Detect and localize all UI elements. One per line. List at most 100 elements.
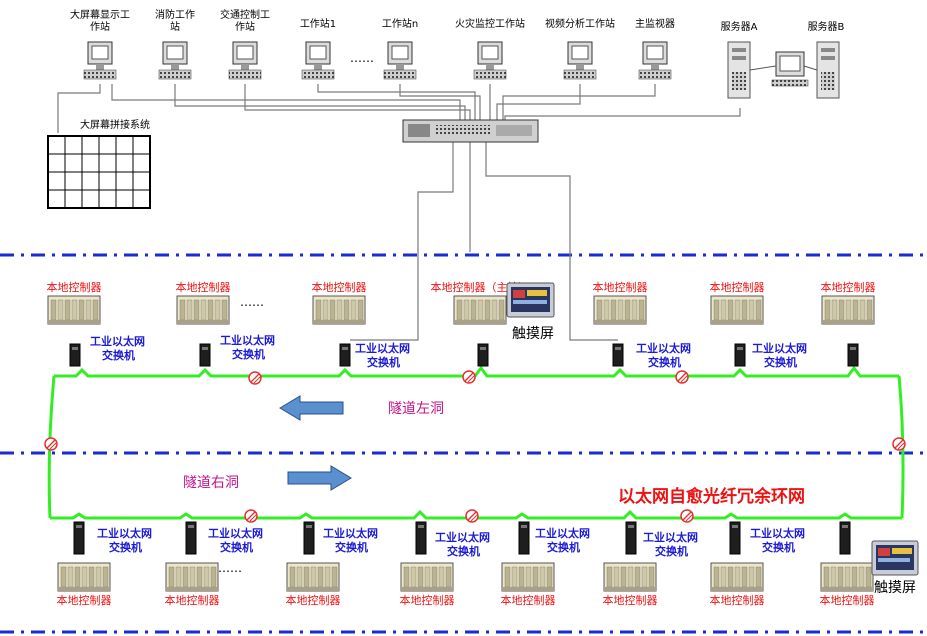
controller-label: 本地控制器 [400, 593, 455, 607]
server-a: 服务器A [721, 20, 758, 99]
switch-label: 工业以太网 [220, 333, 275, 347]
ring-breakpoint [465, 509, 479, 523]
local-controller: 本地控制器 [57, 562, 112, 607]
controller-label: 本地控制器 [176, 280, 231, 294]
bottom-controller-ellipsis: …… [218, 561, 242, 575]
local-controller: 本地控制器 [820, 562, 875, 607]
server-b-label: 服务器B [808, 20, 845, 33]
ring-breakpoint [680, 509, 694, 523]
local-controller: 本地控制器 [603, 562, 658, 607]
switch-label: 工业以太网 [323, 526, 378, 540]
touchscreen-top-label: 触摸屏 [512, 326, 554, 342]
ring-breakpoint [675, 370, 689, 384]
workstation: 交通控制工作站 [220, 8, 270, 80]
workstation: 工作站n [382, 17, 418, 80]
ethernet-switch [839, 521, 851, 555]
switch-label: 工业以太网 [752, 341, 807, 355]
top-controller-ellipsis: …… [240, 295, 264, 309]
switch-label: 交换机 [367, 355, 400, 369]
workstation-label: 火灾监控工作站 [455, 17, 525, 30]
workstation: 消防工作站 [155, 8, 195, 80]
local-controller: 本地控制器 [312, 280, 367, 325]
workstation-label: 交通控制工作站 [220, 8, 270, 33]
controller-label: 本地控制器 [501, 593, 556, 607]
local-controller: 本地控制器 [165, 562, 220, 607]
controller-label: 本地控制器 [710, 280, 765, 294]
touchscreen-bottom-label: 触摸屏 [874, 580, 916, 596]
local-controller: 本地控制器 [710, 562, 765, 607]
big-screen-wall: 大屏幕拼接系统 [47, 118, 151, 209]
switch-label: 工业以太网 [535, 526, 590, 540]
controller-label: 本地控制器 [57, 593, 112, 607]
workstation: 大屏幕显示工作站 [70, 8, 130, 80]
big-screen-label: 大屏幕拼接系统 [80, 118, 150, 131]
tunnel-right-label: 隧道右洞 [183, 475, 239, 491]
ethernet-switch [477, 343, 489, 367]
ring-breakpoint [892, 437, 906, 451]
switch-label: 交换机 [335, 540, 368, 554]
workstation: 火灾监控工作站 [455, 17, 525, 80]
tunnel-left-arrow: 隧道左洞 [279, 395, 444, 421]
workstation: 视频分析工作站 [545, 17, 615, 80]
tunnel-right-arrow: 隧道右洞 [183, 465, 352, 491]
local-controller: 本地控制器 [47, 280, 102, 325]
controller-label: 本地控制器 [165, 593, 220, 607]
switch-label: 交换机 [764, 355, 797, 369]
touchscreen-top: 触摸屏 [506, 282, 555, 342]
ring-title: 以太网自愈光纤冗余环网 [618, 486, 805, 507]
core-switch [402, 119, 539, 143]
controller-label: 本地控制器 [820, 593, 875, 607]
controller-label: 本地控制器 [47, 280, 102, 294]
controller-label: 本地控制器 [312, 280, 367, 294]
switch-label: 交换机 [102, 348, 135, 362]
switch-label: 交换机 [447, 544, 480, 558]
workstation-label: 工作站n [382, 17, 418, 30]
switch-label: 交换机 [762, 540, 795, 554]
switch-label: 工业以太网 [435, 530, 490, 544]
switch-label: 工业以太网 [636, 341, 691, 355]
controller-label: 本地控制器（主控） [431, 280, 530, 294]
local-controller: 本地控制器 [400, 562, 455, 607]
switch-label: 工业以太网 [750, 526, 805, 540]
server-a-label: 服务器A [721, 20, 758, 33]
switch-label: 工业以太网 [97, 526, 152, 540]
controller-label: 本地控制器 [593, 280, 648, 294]
local-controller: 本地控制器 [593, 280, 648, 325]
switch-label: 工业以太网 [643, 530, 698, 544]
workstation-label: 大屏幕显示工作站 [70, 8, 130, 33]
local-controllers: 本地控制器本地控制器本地控制器本地控制器（主控）本地控制器本地控制器本地控制器本… [47, 280, 876, 607]
ring-breakpoint [244, 509, 258, 523]
local-controller: 本地控制器（主控） [431, 280, 530, 325]
server-console [749, 51, 818, 87]
switch-label: 交换机 [547, 540, 580, 554]
ring-breakpoint [44, 437, 58, 451]
workstation-label: 视频分析工作站 [545, 17, 615, 30]
server-b: 服务器B [808, 20, 845, 99]
switch-label: 交换机 [220, 540, 253, 554]
touchscreen-bottom: 触摸屏 [871, 540, 919, 596]
workstation-label: 主监视器 [635, 17, 675, 30]
local-controller: 本地控制器 [710, 280, 765, 325]
tunnel-left-label: 隧道左洞 [388, 401, 444, 417]
workstation-ellipsis: …… [350, 51, 374, 65]
ethernet-switches: 工业以太网交换机工业以太网交换机工业以太网交换机工业以太网交换机工业以太网交换机… [69, 333, 859, 558]
switch-label: 交换机 [232, 347, 265, 361]
local-controller: 本地控制器 [176, 280, 231, 325]
switch-label: 交换机 [655, 544, 688, 558]
ring-breakpoint [462, 370, 476, 384]
local-controller: 本地控制器 [286, 562, 341, 607]
workstation: 工作站1 [300, 17, 336, 80]
